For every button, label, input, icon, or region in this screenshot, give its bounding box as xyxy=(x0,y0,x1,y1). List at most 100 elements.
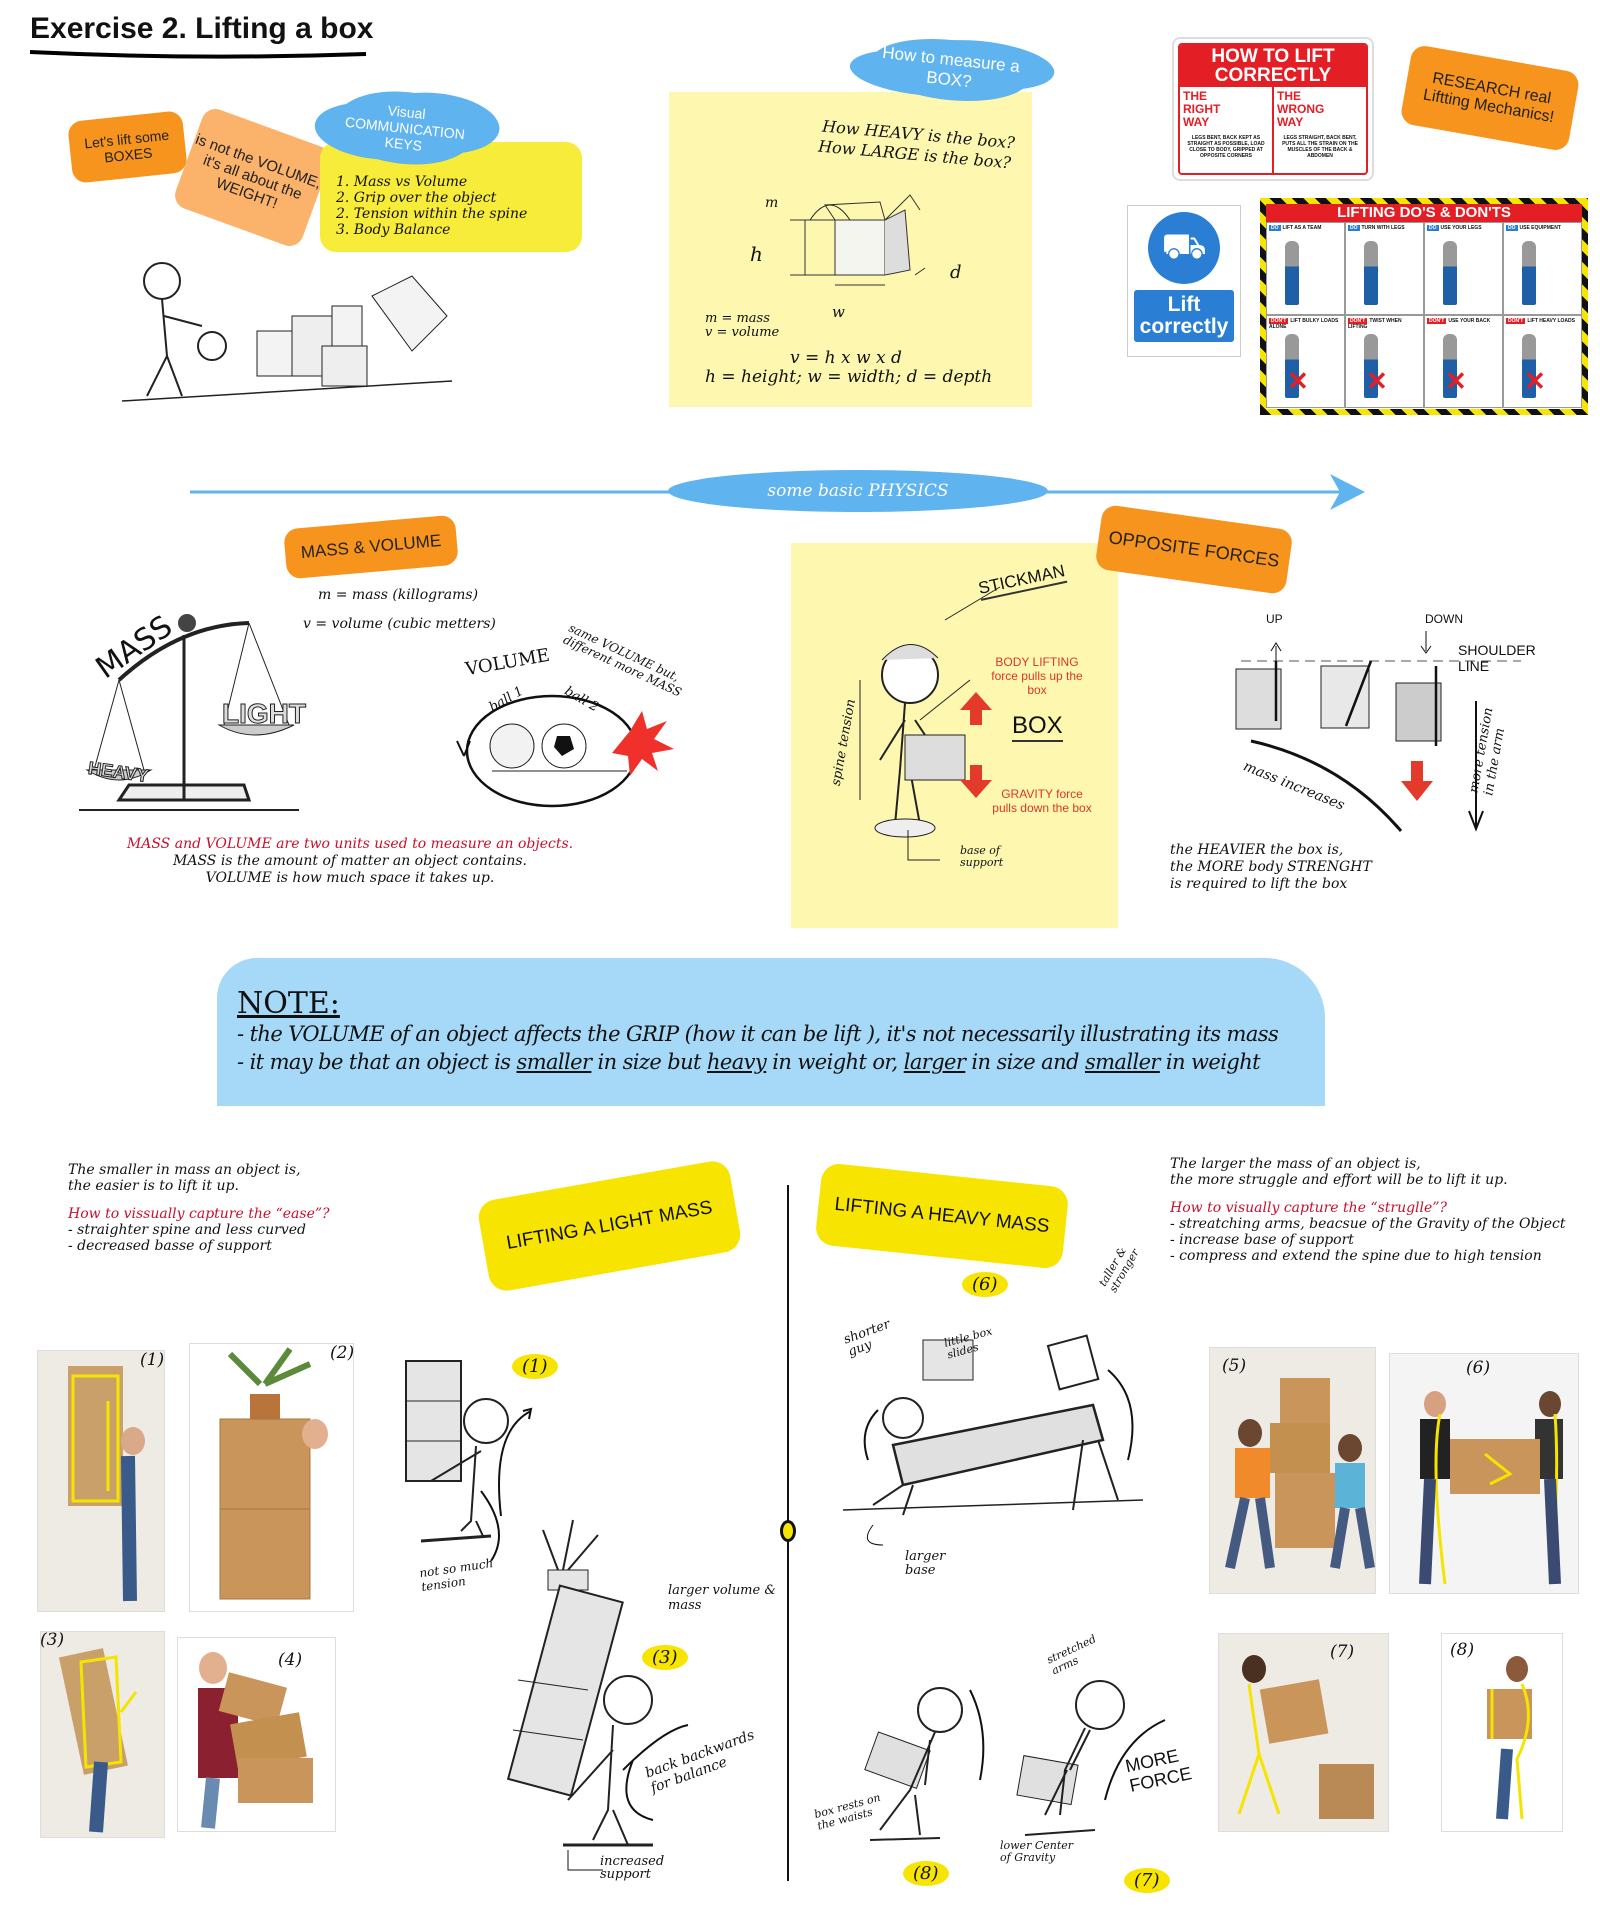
poster-title: LIFTING DO'S & DON'TS xyxy=(1266,204,1582,222)
red-x-icon: ✕ xyxy=(1366,366,1388,396)
lifting-person-icon: ⛟ xyxy=(1148,212,1220,284)
red-x-icon: ✕ xyxy=(1445,366,1467,396)
opposite-forces-tag: OPPOSITE FORCES xyxy=(1094,503,1294,596)
key-item: 2. Grip over the object xyxy=(336,190,497,206)
note-emphasis: smaller xyxy=(1084,1050,1161,1074)
dim-h: h xyxy=(750,242,763,266)
box-label: BOX xyxy=(1012,712,1063,742)
divider-dot xyxy=(780,1520,796,1542)
larger-volume-label: larger volume & mass xyxy=(668,1583,776,1613)
panel-label: USE YOUR LEGS xyxy=(1440,225,1482,231)
mass-definition: m = mass (killograms) xyxy=(318,587,479,603)
dim-w: w xyxy=(832,303,845,321)
opposite-forces-sketch xyxy=(1235,631,1521,832)
bubble-text: is not the VOLUME, it's all about the WE… xyxy=(193,130,324,213)
note-text: in size but xyxy=(591,1050,707,1074)
caption-line: VOLUME is how much space it takes up. xyxy=(205,870,495,886)
formula-legend: h = height; w = width; d = depth xyxy=(705,367,993,387)
gravity-label: GRAVITY force pulls down the box xyxy=(992,787,1092,815)
photo-4 xyxy=(177,1637,336,1832)
caption-line: MASS is the amount of matter an object c… xyxy=(173,853,527,869)
panel-label: USE EQUIPMENT xyxy=(1519,225,1561,231)
person-figure-icon xyxy=(1285,334,1299,398)
sign-right-way: THE RIGHT WAY xyxy=(1183,89,1221,129)
photo-label: (8) xyxy=(1450,1640,1475,1660)
photo-1 xyxy=(37,1350,165,1612)
panel-label: TURN WITH LEGS xyxy=(1361,225,1405,231)
photo-label: (5) xyxy=(1222,1356,1247,1376)
sketch-number: (3) xyxy=(642,1645,688,1670)
dim-m: m xyxy=(765,195,779,211)
note-emphasis: smaller xyxy=(516,1050,593,1074)
red-x-icon: ✕ xyxy=(1524,366,1546,396)
note-text: - it may be that an object is xyxy=(237,1050,517,1074)
key-item: 2. Tension within the spine xyxy=(336,206,528,222)
light-mass-tag: LIFTING A LIGHT MASS xyxy=(475,1158,744,1294)
stickman-holding-box-sketch xyxy=(859,586,1001,861)
note-emphasis: larger xyxy=(903,1050,966,1074)
panel-tag: DON'T xyxy=(1269,318,1289,324)
photo-2 xyxy=(189,1343,354,1612)
photo-label: (3) xyxy=(40,1630,65,1650)
heavy-point: - streatching arms, beacsue of the Gravi… xyxy=(1170,1216,1566,1232)
increased-support-label: increased support xyxy=(600,1854,665,1882)
lift-force-label: BODY LIFTING force pulls up the box xyxy=(991,655,1083,697)
scale-label-light: LIGHT xyxy=(222,698,307,730)
heavy-mass-tag: LIFTING A HEAVY MASS xyxy=(814,1162,1070,1270)
tag-text: LIFTING A LIGHT MASS xyxy=(504,1197,714,1254)
lower-cog-label: lower Center of Gravity xyxy=(1000,1839,1074,1864)
volume-balls-sketch xyxy=(456,694,674,808)
taller-stronger-label: taller & stronger xyxy=(1096,1244,1142,1295)
title-underline xyxy=(29,50,367,59)
note-emphasis: heavy xyxy=(706,1050,767,1074)
mass-volume-tag: MASS & VOLUME xyxy=(283,514,459,580)
photo-7 xyxy=(1218,1633,1389,1832)
note-box: NOTE: - the VOLUME of an object affects … xyxy=(217,958,1325,1106)
photo-label: (1) xyxy=(140,1350,165,1370)
panel-label: LIFT AS A TEAM xyxy=(1282,225,1322,231)
base-of-support-label: base of support xyxy=(960,844,1004,869)
person-figure-icon xyxy=(1443,334,1457,398)
caption-line: the MORE body STRENGHT xyxy=(1170,859,1372,875)
intro-line: the easier is to lift it up. xyxy=(68,1178,239,1194)
research-text: RESEARCH real Liftting Mechanics! xyxy=(1421,69,1556,127)
stickman-with-boxes-sketch xyxy=(121,262,453,402)
larger-base-label: larger base xyxy=(905,1549,946,1578)
dos-donts-poster: LIFTING DO'S & DON'TS DO LIFT AS A TEAM DO… xyxy=(1260,198,1588,415)
caption-red: MASS and VOLUME are two units used to me… xyxy=(126,836,574,852)
note-heading: NOTE: xyxy=(237,986,340,1021)
heavy-sketch-6 xyxy=(842,1334,1144,1546)
intro-line: The larger the mass of an object is, xyxy=(1170,1156,1421,1172)
panel-tag: DO xyxy=(1427,225,1439,231)
key-item: 1. Mass vs Volume xyxy=(336,174,468,190)
sketch-number: (7) xyxy=(1124,1868,1170,1893)
balance-scale-sketch xyxy=(79,614,299,811)
caption-line: is required to lift the box xyxy=(1170,876,1348,892)
sign-wrong-way: THE WRONG WAY xyxy=(1277,89,1325,129)
physics-banner: some basic PHYSICS xyxy=(668,470,1048,512)
cloud-text: How to measure a BOX? xyxy=(881,42,1021,92)
shoulder-line-label: SHOULDER LINE xyxy=(1458,642,1536,674)
photo-3 xyxy=(40,1631,165,1838)
dim-d: d xyxy=(950,262,962,283)
sketch-number: (1) xyxy=(512,1354,558,1379)
light-sketch-3 xyxy=(506,1519,689,1871)
physics-banner-text: some basic PHYSICS xyxy=(767,481,949,501)
volume-definition: v = volume (cubic metters) xyxy=(303,616,496,632)
person-figure-icon xyxy=(1364,334,1378,398)
keys-box: 1. Mass vs Volume 2. Grip over the objec… xyxy=(320,142,582,252)
person-figure-icon xyxy=(1522,334,1536,398)
photo-5 xyxy=(1209,1347,1376,1594)
down-label: DOWN xyxy=(1425,612,1463,626)
panel-tag: DO xyxy=(1348,225,1360,231)
intro-line: the more struggle and effort will be to … xyxy=(1170,1172,1508,1188)
photo-label: (2) xyxy=(330,1343,355,1363)
heavy-intro: The larger the mass of an object is, the… xyxy=(1170,1156,1565,1264)
caption-line: the HEAVIER the box is, xyxy=(1170,842,1344,858)
note-text: in size and xyxy=(965,1050,1085,1074)
intro-line: The smaller in mass an object is, xyxy=(68,1162,301,1178)
